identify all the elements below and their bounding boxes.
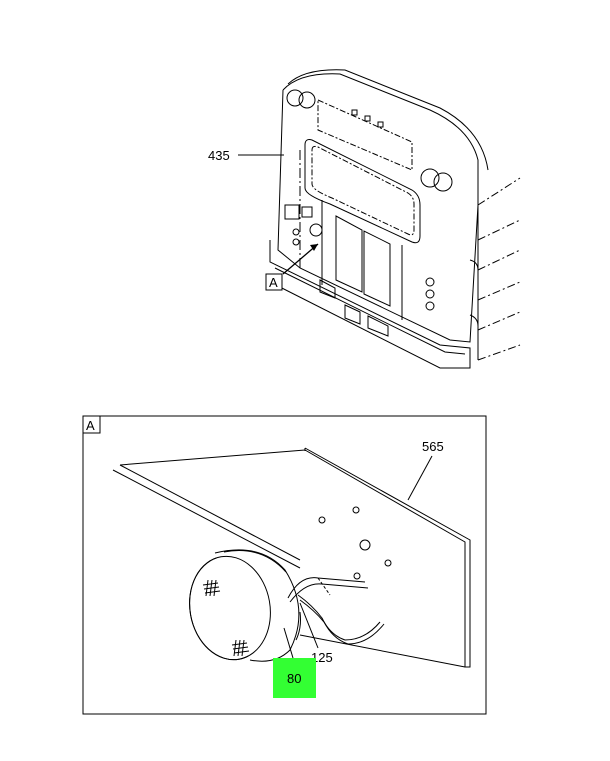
detail-ref-a: A xyxy=(265,243,319,291)
detail-frame-border xyxy=(82,415,487,715)
detail-ref-box xyxy=(265,273,283,291)
callout-435-label: 435 xyxy=(208,148,230,163)
callout-435: 435 xyxy=(208,148,284,163)
callout-125-label: 125 xyxy=(311,650,333,665)
detail-ref-arrowhead xyxy=(310,244,318,251)
detail-frame-label: A xyxy=(86,418,95,433)
wire-illustration xyxy=(287,577,385,645)
callout-80-highlight[interactable] xyxy=(273,658,316,698)
callout-565-leader xyxy=(407,455,433,501)
callout-125-leader xyxy=(299,602,319,649)
callout-80[interactable]: 80 xyxy=(273,627,316,698)
detail-a-frame: A xyxy=(82,415,487,715)
callout-565-label: 565 xyxy=(422,439,444,454)
detail-ref-arrow xyxy=(282,243,319,275)
detail-ref-label: A xyxy=(269,275,278,290)
callout-80-leader xyxy=(283,627,294,659)
callout-565: 565 xyxy=(407,439,444,501)
callout-80-label[interactable]: 80 xyxy=(287,671,301,686)
detail-frame-tag xyxy=(82,415,101,434)
callout-125: 125 xyxy=(299,602,333,665)
bus-rear-illustration xyxy=(269,69,521,369)
lamp-illustration xyxy=(189,549,301,662)
panel-illustration xyxy=(112,447,471,668)
